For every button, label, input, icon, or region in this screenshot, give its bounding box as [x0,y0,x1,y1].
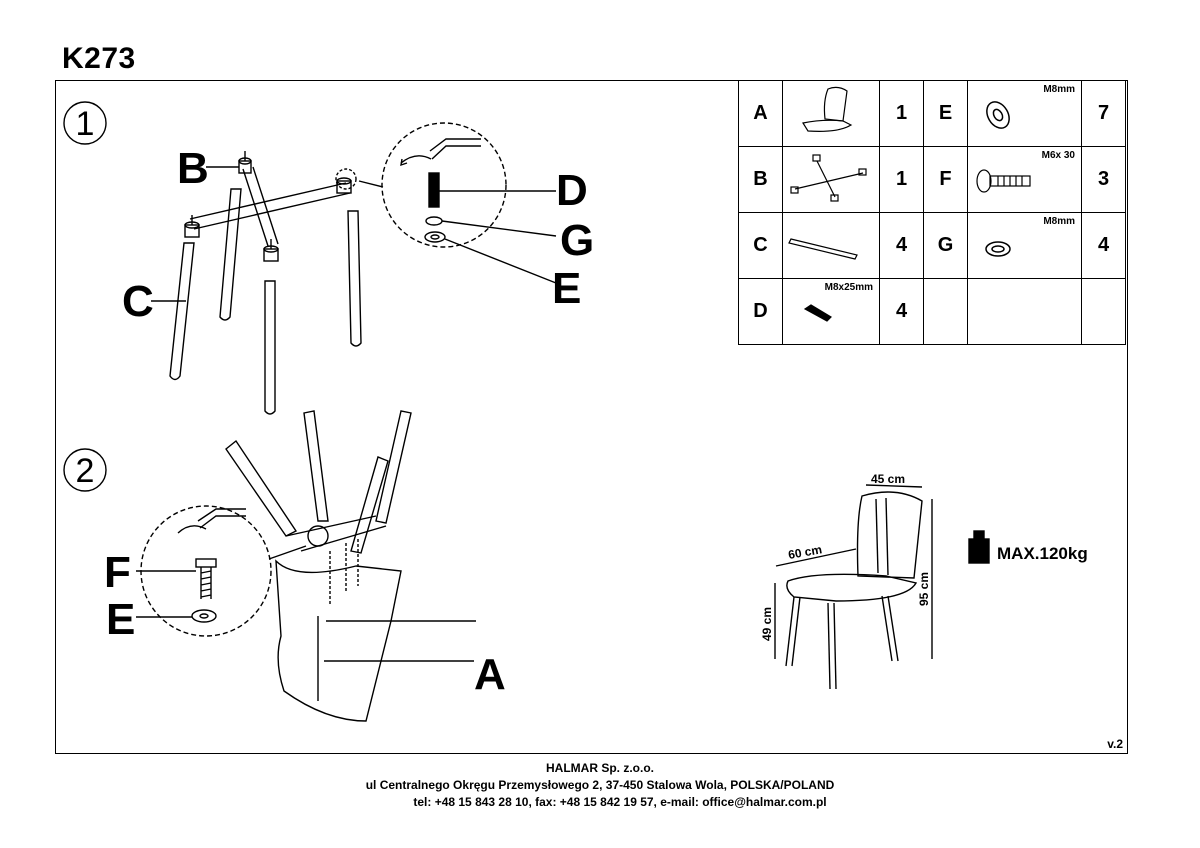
chair-part-icon [802,86,853,132]
legs-c-drawing [169,188,362,415]
assembly-drawing: 1 2 B C D G E F E A 45 cm 60 cm 95 cm 49… [63,101,990,722]
step-2-number: 2 [76,452,95,490]
part-letter: C [738,212,783,279]
dim-seat-height: 49 cm [760,607,774,641]
chair-upside-down [225,410,476,722]
version-label: v.2 [1107,737,1123,751]
step-2-circle [63,448,107,492]
instruction-frame: 1 2 B C D G E F E A 45 cm 60 cm 95 cm 49… [55,80,1128,754]
weight-icon [968,530,990,564]
part-qty: 3 [1081,146,1126,213]
part-image-cell: M6x 30 [967,146,1082,213]
step-1-circle [63,101,107,145]
label-e-step1: E [552,264,581,313]
part-letter: E [923,80,968,147]
part-image-cell: M8mm [967,80,1082,147]
label-a: A [474,650,506,699]
part-qty [1081,278,1126,345]
dim-height: 95 cm [917,572,931,606]
label-c: C [122,277,154,326]
label-b: B [177,144,209,193]
step-1-number: 1 [76,105,95,143]
footer-company: HALMAR Sp. z.o.o. [546,761,654,775]
frame-part-icon [790,154,867,202]
part-qty: 7 [1081,80,1126,147]
part-qty: 1 [879,80,924,147]
part-spec: M8x25mm [824,282,873,293]
part-image-cell [782,80,880,147]
part-image-cell: M8x25mm [782,278,880,345]
part-image-cell [967,278,1082,345]
part-letter: A [738,80,783,147]
washer-part-icon [986,101,1010,129]
bolt-part-icon [803,304,832,322]
part-spec: M8mm [1043,216,1075,227]
model-title: K273 [62,42,136,75]
parts-row: C 4 G M8mm 4 [738,212,1126,279]
dim-depth: 60 cm [787,542,823,562]
part-image-cell: M8mm [967,212,1082,279]
max-load-label: MAX.120kg [997,544,1088,563]
spring-washer-part-icon [985,241,1011,257]
part-letter: F [923,146,968,213]
part-qty: 4 [1081,212,1126,279]
frame-b-drawing [184,151,352,262]
footer: HALMAR Sp. z.o.o. ul Centralnego Okręgu … [0,760,1200,811]
label-e-step2: E [106,595,135,644]
part-image-cell [782,146,880,213]
part-qty: 1 [879,146,924,213]
label-g: G [560,216,594,265]
parts-row: D M8x25mm 4 [738,278,1126,345]
dim-width: 45 cm [871,472,905,486]
part-letter: D [738,278,783,345]
part-letter [923,278,968,345]
part-qty: 4 [879,278,924,345]
label-d: D [556,166,588,215]
screw-part-icon [976,169,1031,193]
part-letter: G [923,212,968,279]
part-letter: B [738,146,783,213]
footer-address: ul Centralnego Okręgu Przemysłowego 2, 3… [365,778,835,792]
chair-dimension-drawing [774,484,933,690]
part-qty: 4 [879,212,924,279]
part-spec: M8mm [1043,84,1075,95]
parts-row: A 1 E M8mm 7 [738,80,1126,147]
parts-table: A 1 E M8mm 7 B 1 F M6x 30 3 [738,80,1126,345]
part-spec: M6x 30 [1041,150,1075,161]
part-image-cell [782,212,880,279]
footer-contact: tel: +48 15 843 28 10, fax: +48 15 842 1… [413,795,827,809]
parts-row: B 1 F M6x 30 3 [738,146,1126,213]
detail-circle-1 [381,122,507,248]
label-f: F [104,548,131,597]
leg-part-icon [788,238,858,260]
